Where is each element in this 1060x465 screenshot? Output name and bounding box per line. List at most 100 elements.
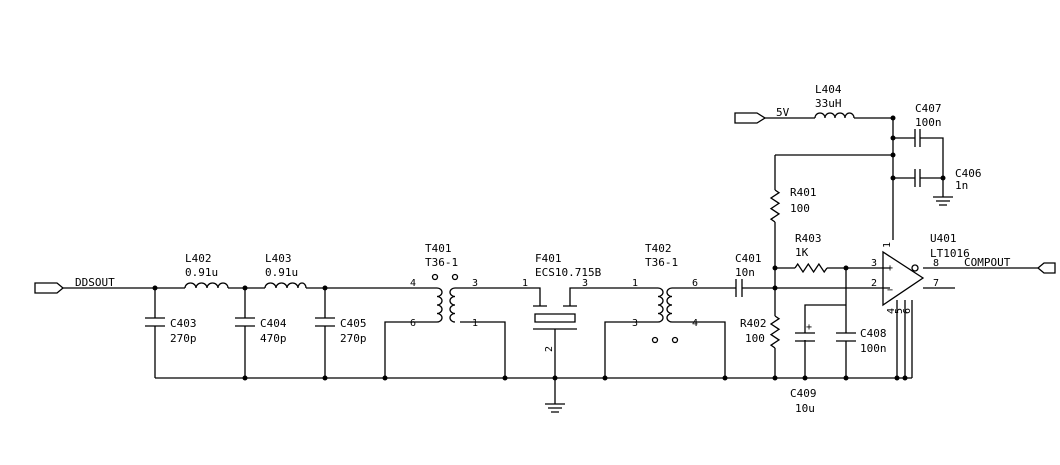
u401-pin: 3 [871,258,877,269]
c406-value: 1n [955,179,968,192]
t402-pin: 4 [692,318,698,329]
transformer-t401: T401 T36-1 4 6 3 1 [410,242,478,329]
junction-dot [552,375,558,381]
r402-ref: R402 [740,317,767,330]
polarity-dot-icon [671,336,679,344]
capacitor-plates-icon [145,317,165,327]
junction-dot [890,115,896,121]
junction-dot [602,375,608,381]
l402-ref: L402 [185,252,212,265]
port-compout: COMPOUT [964,256,1056,274]
junction-dot [772,375,778,381]
u401-ref: U401 [930,232,957,245]
r403-ref: R403 [795,232,822,245]
c405-ref: C405 [340,317,367,330]
junction-dot [772,285,778,291]
comparator-triangle-icon [882,250,925,307]
junction-dot [894,375,900,381]
resistor-r402: R402 100 [740,315,781,349]
c409-ref: C409 [790,387,817,400]
f401-pin: 1 [522,278,528,289]
r401-ref: R401 [790,186,817,199]
f401-pin: 3 [582,278,588,289]
c403-ref: C403 [170,317,197,330]
resistor-zigzag-icon [769,315,781,349]
c401-value: 10n [735,266,755,279]
junction-dot [322,375,328,381]
u401-pin: 1 [882,242,893,248]
r402-value: 100 [745,332,765,345]
r401-value: 100 [790,202,810,215]
inductor-coil-icon [264,282,307,289]
u401-pin: 2 [871,278,877,289]
t402-pin: 3 [632,318,638,329]
c408-value: 100n [860,342,887,355]
t401-ref: T401 [425,242,452,255]
junction-dot [802,375,808,381]
junction-dot [722,375,728,381]
c401-ref: C401 [735,252,762,265]
junction-dot [940,175,946,181]
crystal-filter-icon [533,305,577,330]
ground-icon [933,196,953,206]
capacitor-plates-icon [235,317,255,327]
junction-dot [322,285,328,291]
u401-plus-sign: + [887,263,893,274]
t402-pin: 6 [692,278,698,289]
l402-value: 0.91u [185,266,218,279]
polarity-dot-icon [651,336,659,344]
junction-dot [152,285,158,291]
t402-ref: T402 [645,242,672,255]
t401-pin: 1 [472,318,478,329]
junction-dot [890,135,896,141]
junction-dot [502,375,508,381]
u401-pin: 8 [933,258,939,269]
inductor-l402: L402 0.91u [184,252,229,289]
capacitor-c408: C408 100n [836,327,887,355]
t402-value: T36-1 [645,256,678,269]
transformer-primary-coil-icon [436,287,443,323]
resistor-zigzag-icon [794,262,828,274]
capacitor-c409: + C409 10u [790,322,817,415]
port-ddsout: DDSOUT [34,276,115,294]
c409-value: 10u [795,402,815,415]
junction-dot [843,375,849,381]
c409-polarity-mark: + [806,322,812,333]
transformer-primary-coil-icon [657,287,664,323]
f401-value: ECS10.715B [535,266,602,279]
c408-ref: C408 [860,327,887,340]
u401-value: LT1016 [930,247,970,260]
port-5v: 5V [734,106,790,124]
u401-pin: 7 [933,278,939,289]
crystal-filter-f401: F401 ECS10.715B 1 3 2 [522,252,602,352]
capacitor-c403: C403 270p [145,317,197,345]
junction-dot [890,152,896,158]
f401-pin: 2 [544,346,555,352]
l403-value: 0.91u [265,266,298,279]
u401-pin: 4 [886,308,897,314]
junction-dot [242,285,248,291]
junction-dot [890,175,896,181]
inductor-l403: L403 0.91u [264,252,307,289]
c407-ref: C407 [915,102,942,115]
ground-icon [545,403,565,413]
t401-pin: 3 [472,278,478,289]
wires [63,117,1038,404]
transformer-secondary-coil-icon [449,287,456,323]
comparator-u401: + − U401 LT1016 1 3 2 8 7 4 5 6 [871,232,970,314]
capacitor-plates-icon [836,332,856,342]
port-arrow-icon [1036,262,1056,274]
f401-ref: F401 [535,252,562,265]
capacitor-c406: C406 1n [914,167,982,192]
c403-value: 270p [170,332,197,345]
port-arrow-icon [734,112,767,124]
port-compout-label: COMPOUT [964,256,1011,269]
c406-ref: C406 [955,167,982,180]
inductor-coil-icon [184,282,229,289]
port-arrow-icon [34,282,65,294]
t401-value: T36-1 [425,256,458,269]
t401-pin: 6 [410,318,416,329]
inductor-l404: L404 33uH [814,83,855,119]
capacitor-plates-icon [315,317,335,327]
